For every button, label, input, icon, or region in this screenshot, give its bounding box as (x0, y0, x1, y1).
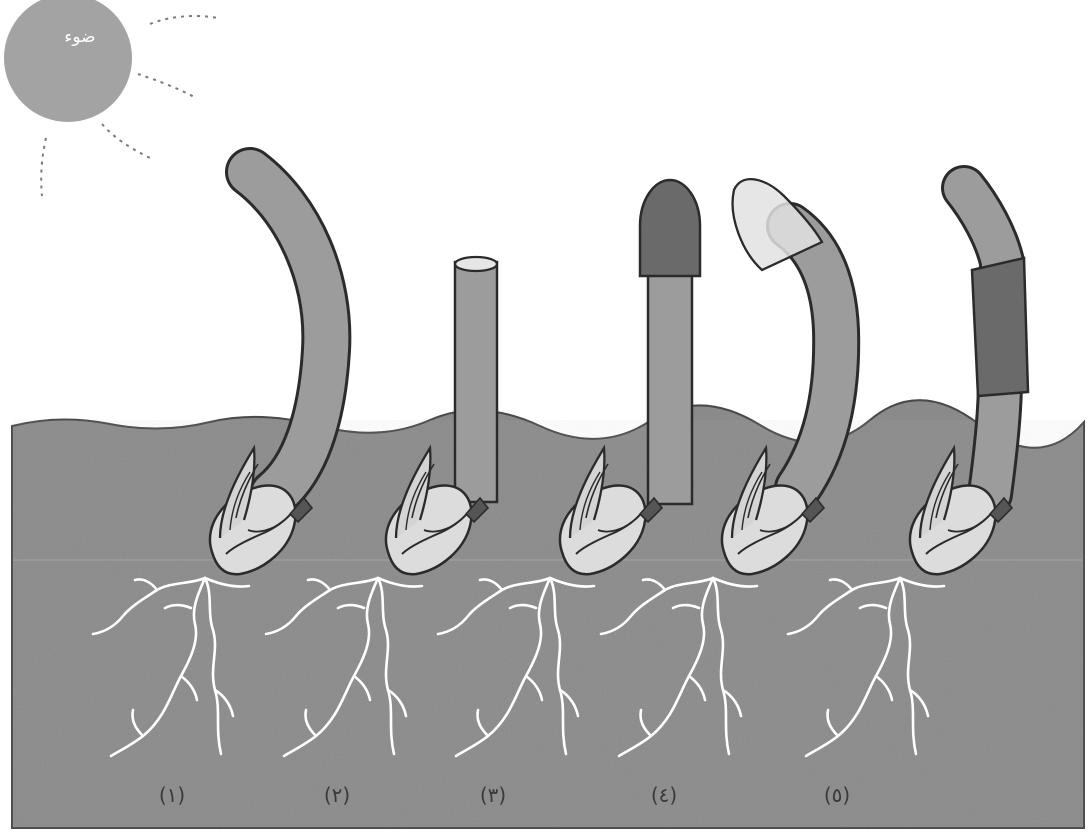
seedling-label-1: (١) (159, 783, 185, 807)
coleoptile-2 (455, 262, 497, 502)
seedling-label-5: (٥) (824, 783, 850, 807)
cut-tip (455, 257, 497, 271)
coleoptile-3 (648, 272, 692, 504)
seedling-label-4: (٤) (651, 783, 677, 807)
opaque-cap (640, 180, 700, 276)
seedling-label-2: (٢) (324, 783, 350, 807)
sun-label: ضوء (64, 27, 95, 47)
opaque-collar (972, 258, 1028, 396)
seedling-label-3: (٣) (480, 783, 506, 807)
